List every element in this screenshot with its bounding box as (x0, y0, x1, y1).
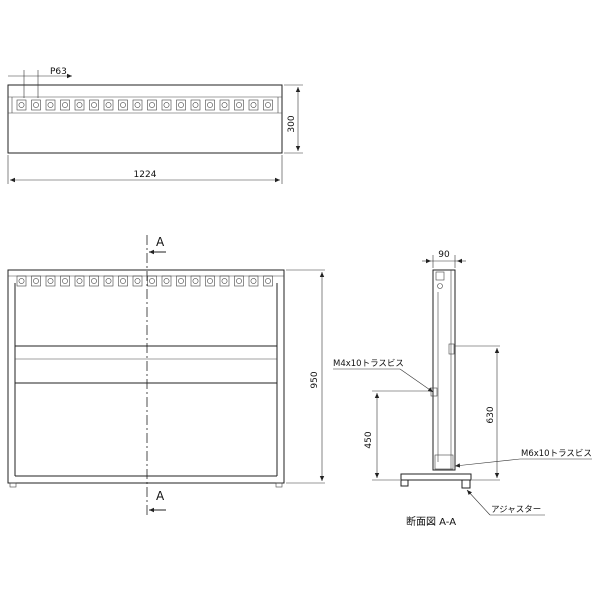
section-view: 90 M4x10トラスビス 450 630 M6x10トラスビス アジャスター … (333, 250, 592, 528)
section-hook-eye (437, 283, 443, 289)
plan-hook (147, 99, 157, 111)
dim-450-label: 450 (364, 431, 374, 448)
section-mark-top: A (156, 235, 165, 249)
screw-upper-label: M4x10トラスビス (333, 359, 404, 369)
screw-lower-label: M6x10トラスビス (521, 449, 592, 459)
dim-630-label: 630 (486, 406, 496, 423)
height-label: 950 (310, 371, 320, 388)
plan-hook (161, 99, 172, 111)
depth-label: 300 (287, 115, 297, 132)
front-hook (219, 275, 230, 287)
plan-hook (45, 99, 56, 111)
front-hook (31, 275, 41, 287)
plan-hook (219, 99, 230, 111)
plan-hook (60, 99, 70, 111)
front-hook (89, 275, 99, 287)
front-hook (103, 275, 114, 287)
plan-hook (205, 99, 215, 111)
plan-hook (31, 99, 41, 111)
plan-outline (7, 84, 283, 154)
screw-lower-leader (454, 458, 521, 468)
plan-hook (103, 99, 114, 111)
plan-hook (89, 99, 99, 111)
section-shelf-bracket (448, 343, 455, 355)
plan-hook (16, 99, 27, 111)
front-hook-row (16, 275, 273, 287)
section-lower-bracket (430, 387, 438, 397)
section-upright (432, 269, 456, 471)
front-hook (248, 275, 259, 287)
front-hook (147, 275, 157, 287)
plan-hook-row (16, 99, 273, 111)
front-hook (45, 275, 56, 287)
front-hook (176, 275, 186, 287)
front-hook (205, 275, 215, 287)
front-hook (74, 275, 85, 287)
section-base-plate (400, 473, 472, 481)
plan-hook (263, 99, 273, 111)
adjuster-label: アジャスター (491, 505, 541, 515)
front-hook (132, 275, 143, 287)
plan-view: P63 300 1224 (7, 67, 303, 184)
front-view: A A 950 (7, 235, 325, 515)
section-hook-top (435, 271, 445, 281)
front-foot-left (9, 482, 17, 488)
front-hook (161, 275, 172, 287)
plan-hook (118, 99, 128, 111)
front-hook (16, 275, 27, 287)
section-mark-bottom: A (156, 489, 165, 503)
section-foot-right (461, 479, 471, 489)
plan-hook (248, 99, 259, 111)
adjuster-leader (466, 489, 491, 516)
section-title: 断面図 A-A (406, 515, 456, 528)
front-foot-right (275, 482, 283, 488)
plan-hook (74, 99, 85, 111)
front-outline (7, 269, 285, 484)
front-hook (190, 275, 201, 287)
section-foot-left (400, 479, 409, 487)
front-hook (60, 275, 70, 287)
section-base-block (434, 454, 454, 470)
plan-hook (176, 99, 186, 111)
front-hook (234, 275, 244, 287)
pitch-label: P63 (50, 67, 67, 77)
front-hook (118, 275, 128, 287)
front-hook (263, 275, 273, 287)
plan-hook (234, 99, 244, 111)
plan-hook (132, 99, 143, 111)
plan-hook (190, 99, 201, 111)
section-depth-label: 90 (438, 250, 450, 260)
screw-upper-leader (399, 368, 434, 393)
width-label: 1224 (134, 170, 157, 180)
